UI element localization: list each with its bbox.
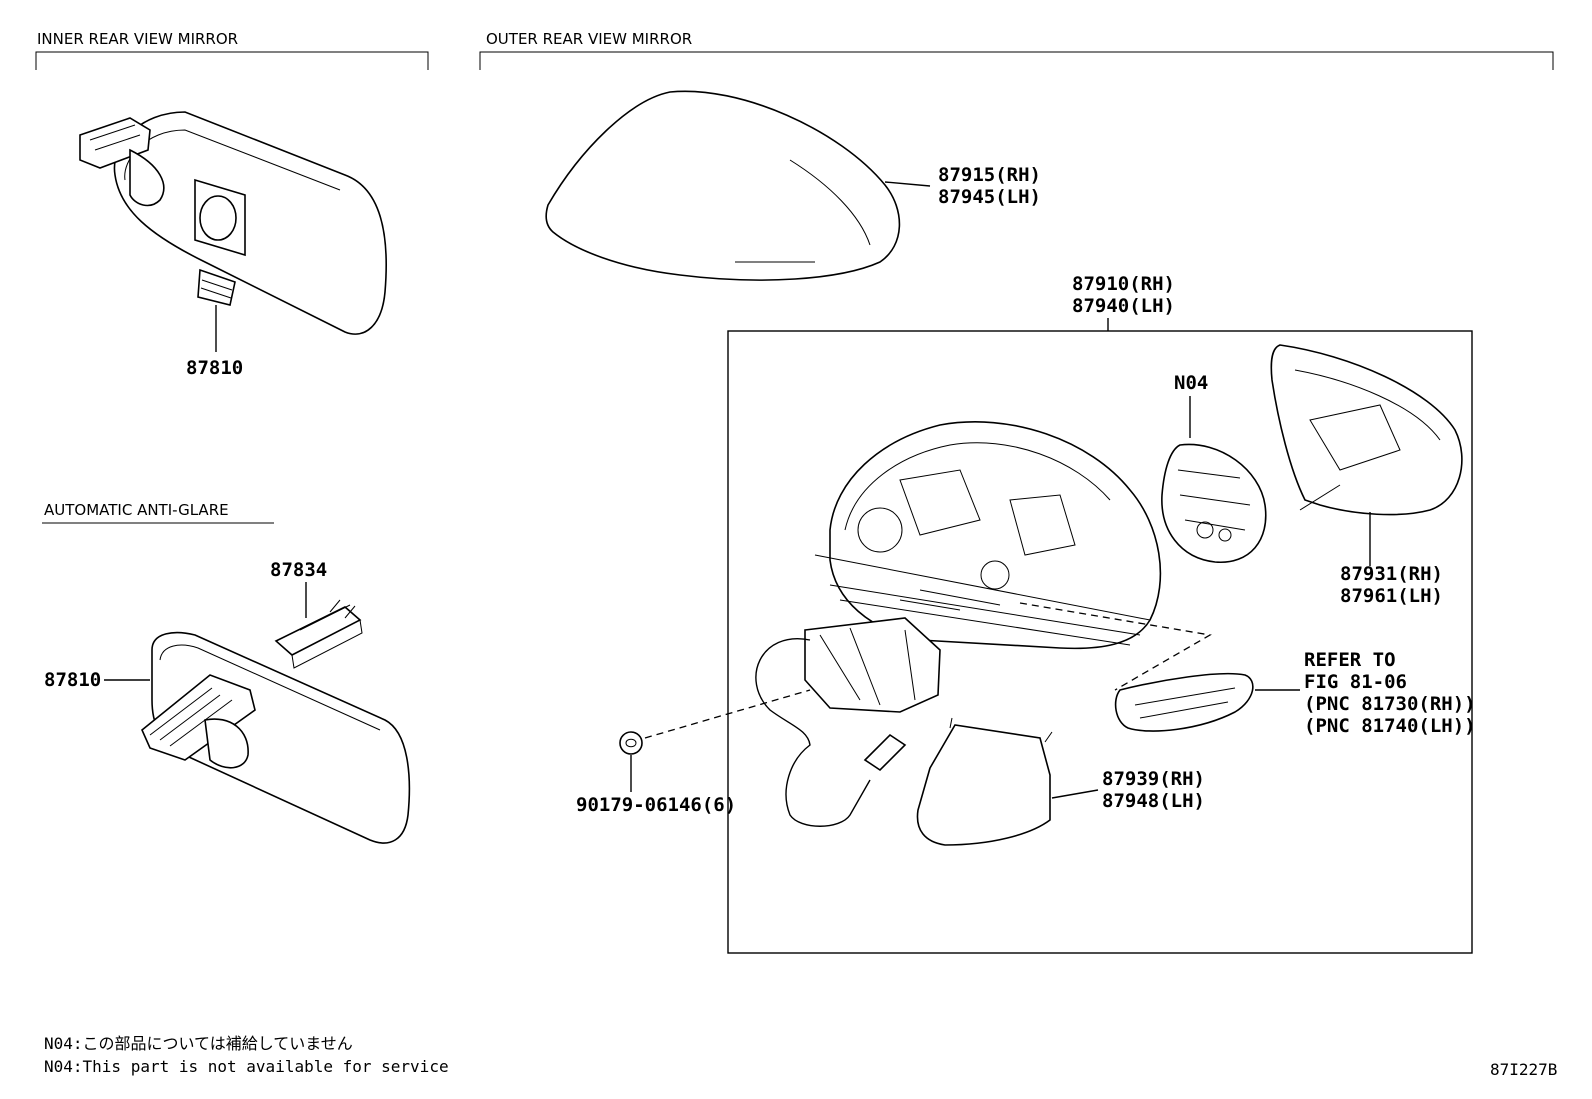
label-glass-lh: 87961(LH) bbox=[1340, 585, 1443, 607]
lower-cover-drawing bbox=[916, 717, 1053, 846]
section-outer-bracket bbox=[479, 51, 1554, 70]
dash-nut bbox=[644, 689, 811, 739]
note-jp: N04:この部品については補給していません bbox=[44, 1034, 353, 1053]
turn-lamp-drawing bbox=[1114, 672, 1254, 732]
label-lower-cover-rh: 87939(RH) bbox=[1102, 768, 1205, 790]
label-inner-mirror: 87810 bbox=[186, 357, 243, 379]
label-refer-4: (PNC 81740(LH)) bbox=[1304, 715, 1476, 737]
label-glass-rh: 87931(RH) bbox=[1340, 563, 1443, 585]
section-inner-bracket bbox=[35, 51, 429, 70]
motor-drawing bbox=[1161, 443, 1267, 563]
note-en: N04:This part is not available for servi… bbox=[44, 1057, 449, 1076]
inner-mirror-drawing bbox=[79, 111, 388, 335]
mirror-body-drawing bbox=[755, 421, 1162, 827]
mirror-glass-drawing bbox=[1270, 344, 1463, 516]
label-auto-mirror: 87810 bbox=[44, 669, 101, 691]
section-outer-title: OUTER REAR VIEW MIRROR bbox=[486, 30, 692, 48]
label-refer-3: (PNC 81730(RH)) bbox=[1304, 693, 1476, 715]
cover-plate-drawing bbox=[274, 599, 363, 669]
nut-drawing bbox=[619, 731, 643, 755]
section-auto-title: AUTOMATIC ANTI-GLARE bbox=[44, 501, 229, 519]
label-mirror-assy-lh: 87940(LH) bbox=[1072, 295, 1175, 317]
auto-mirror-drawing bbox=[141, 631, 411, 844]
assembly-frame bbox=[727, 330, 1473, 954]
label-mirror-cover-lh: 87945(LH) bbox=[938, 186, 1041, 208]
label-nut: 90179-06146(6) bbox=[576, 794, 736, 816]
label-mirror-assy-rh: 87910(RH) bbox=[1072, 273, 1175, 295]
label-motor: N04 bbox=[1174, 372, 1208, 394]
dash-turn-lamp bbox=[1019, 602, 1212, 691]
label-mirror-cover-rh: 87915(RH) bbox=[938, 164, 1041, 186]
figure-id: 87I227B bbox=[1490, 1060, 1557, 1079]
label-cover-plate: 87834 bbox=[270, 559, 327, 581]
label-refer-1: REFER TO bbox=[1304, 649, 1396, 671]
leader-lower-cover bbox=[1051, 789, 1099, 799]
label-lower-cover-lh: 87948(LH) bbox=[1102, 790, 1205, 812]
leader-mirror-cover bbox=[884, 181, 931, 187]
section-inner-title: INNER REAR VIEW MIRROR bbox=[37, 30, 238, 48]
mirror-cover-drawing bbox=[545, 90, 901, 281]
label-refer-2: FIG 81-06 bbox=[1304, 671, 1407, 693]
